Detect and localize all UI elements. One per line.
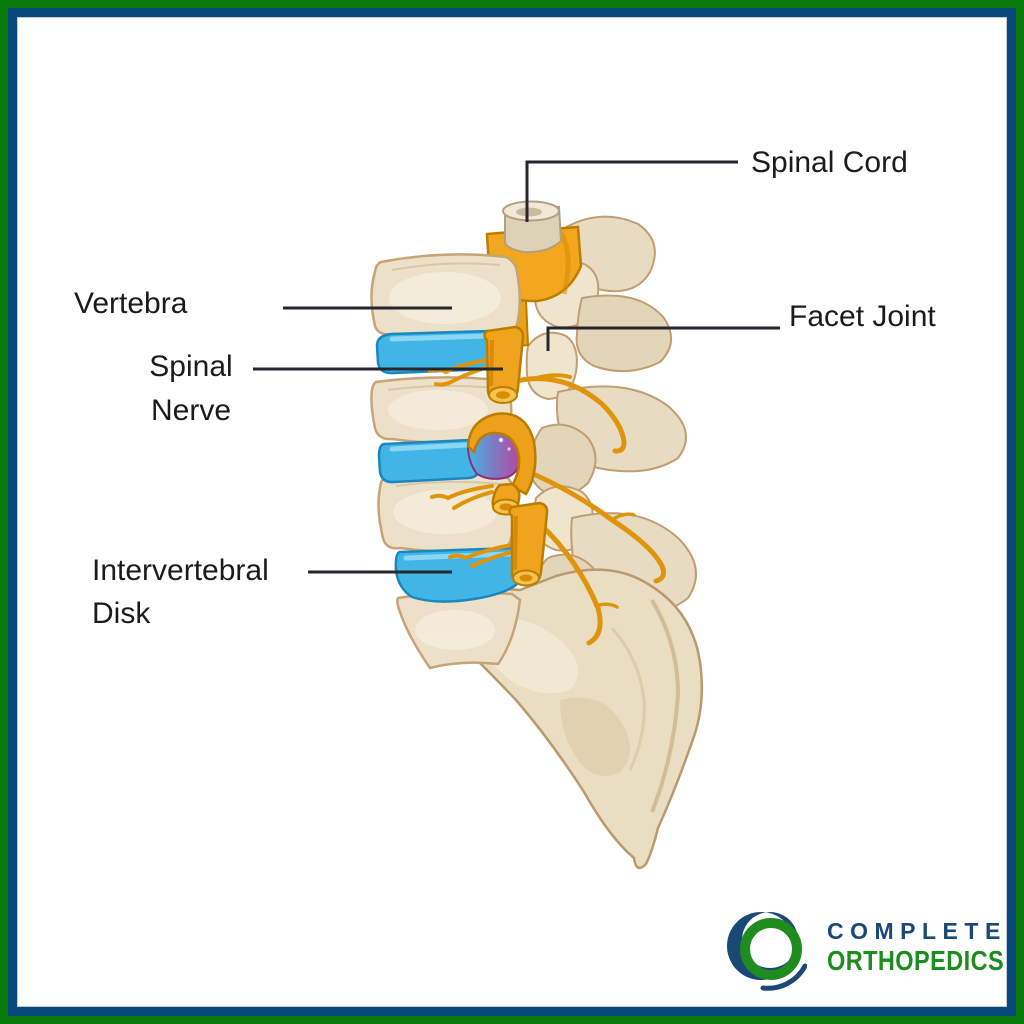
label-spinal-nerve-line2: Nerve	[150, 394, 232, 427]
label-vertebra: Vertebra	[74, 287, 188, 320]
label-spinal-nerve-line1: Spinal	[149, 350, 233, 383]
logo-text: COMPLETE ORTHOPEDICS	[827, 902, 1024, 976]
logo-line2: ORTHOPEDICS	[827, 945, 1005, 976]
label-facet-joint: Facet Joint	[789, 300, 936, 333]
complete-orthopedics-logo: COMPLETE ORTHOPEDICS	[727, 902, 1024, 994]
logo-line1: COMPLETE	[827, 918, 1007, 944]
label-intervertebral-disk: Intervertebral Disk	[92, 549, 269, 635]
label-spinal-cord: Spinal Cord	[751, 146, 908, 179]
label-intervertebral-disk-line1: Intervertebral	[92, 554, 269, 587]
label-spinal-nerve: Spinal Nerve	[118, 345, 264, 433]
label-intervertebral-disk-line2: Disk	[92, 597, 151, 630]
logo-circle-icon	[727, 912, 807, 991]
